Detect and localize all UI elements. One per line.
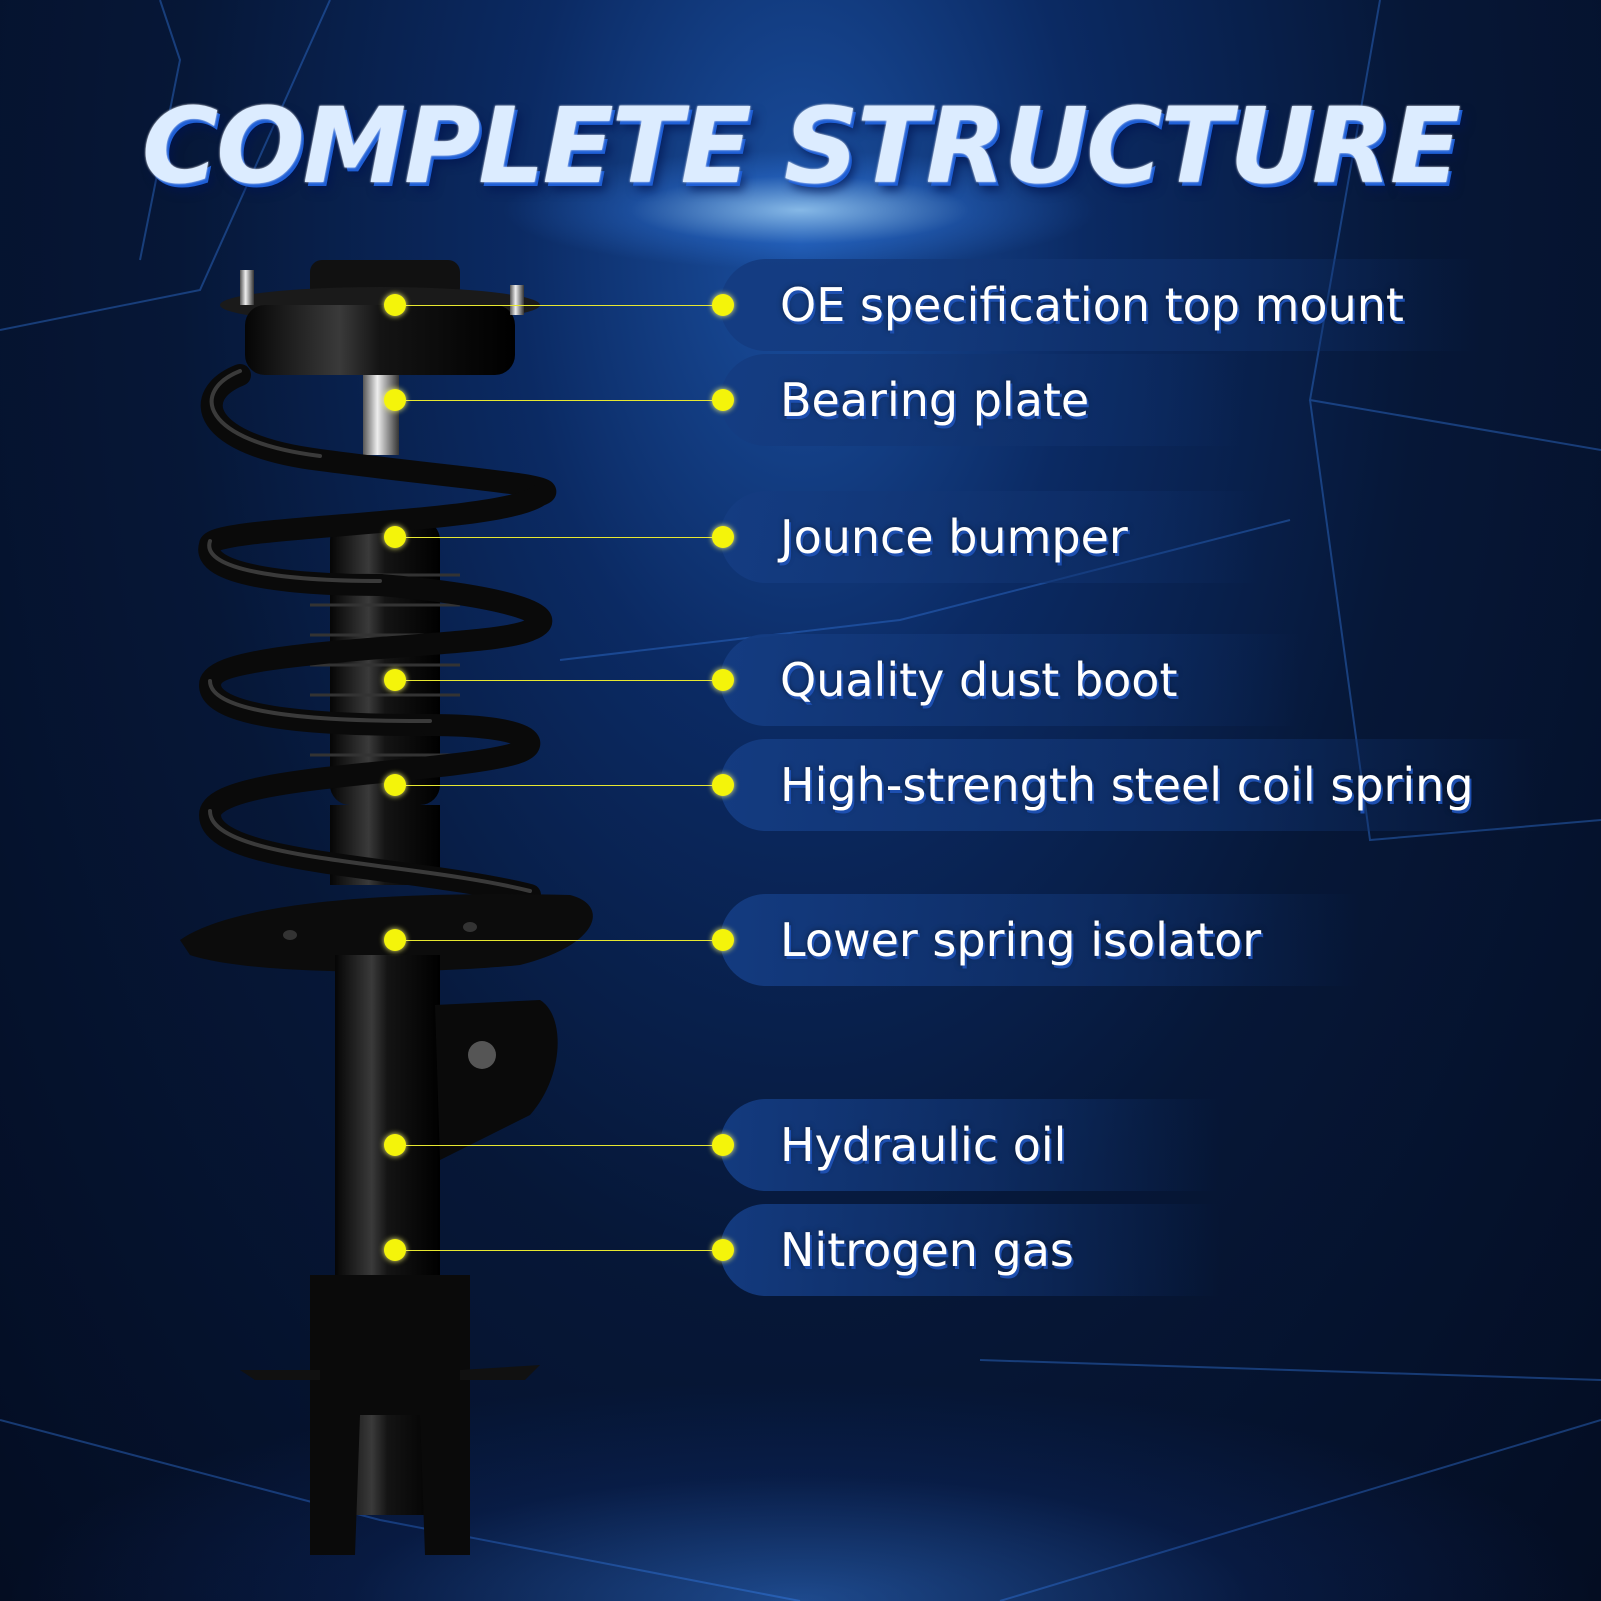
callout-dot xyxy=(712,1239,734,1261)
callout-leader-line xyxy=(394,1250,724,1251)
callout-anchor-dot xyxy=(384,294,406,316)
callout-leader-line xyxy=(394,305,724,306)
callout-pill xyxy=(720,894,1360,986)
callout-leader-line xyxy=(394,1145,724,1146)
callout-anchor-dot xyxy=(384,1239,406,1261)
callout-dot xyxy=(712,526,734,548)
callout-anchor-dot xyxy=(384,669,406,691)
callout-label-dust-boot: Quality dust boot xyxy=(780,653,1178,707)
callout-leader-line xyxy=(394,940,724,941)
strut-assembly-image xyxy=(180,260,593,1555)
callout-dot xyxy=(712,669,734,691)
callout-label-hydraulic-oil: Hydraulic oil xyxy=(780,1118,1067,1172)
callout-dot xyxy=(712,929,734,951)
callout-dot xyxy=(712,774,734,796)
callout-anchor-dot xyxy=(384,929,406,951)
callout-label-bearing-plate: Bearing plate xyxy=(780,373,1090,427)
callout-anchor-dot xyxy=(384,1134,406,1156)
callout-dot xyxy=(712,1134,734,1156)
floor-glow xyxy=(0,1380,1601,1601)
callout-label-spring-isolator: Lower spring isolator xyxy=(780,913,1262,967)
page-title: COMPLETE STRUCTURE xyxy=(141,85,1461,207)
callout-anchor-dot xyxy=(384,389,406,411)
callout-anchor-dot xyxy=(384,774,406,796)
title-glow xyxy=(500,150,1100,270)
callout-leader-line xyxy=(394,680,724,681)
callout-leader-line xyxy=(394,537,724,538)
callout-label-jounce-bumper: Jounce bumper xyxy=(780,510,1128,564)
callout-pill xyxy=(720,259,1480,351)
callout-label-nitrogen-gas: Nitrogen gas xyxy=(780,1223,1074,1277)
callout-label-top-mount: OE specification top mount xyxy=(780,278,1404,332)
callout-pill xyxy=(720,491,1260,583)
callout-anchor-dot xyxy=(384,526,406,548)
callout-pill xyxy=(720,739,1540,831)
callout-pill xyxy=(720,634,1300,726)
callout-pill xyxy=(720,1204,1220,1296)
callout-dot xyxy=(712,294,734,316)
callout-dot xyxy=(712,389,734,411)
callout-pill xyxy=(720,1099,1220,1191)
callout-leader-line xyxy=(394,785,724,786)
callout-label-coil-spring: High-strength steel coil spring xyxy=(780,758,1474,812)
callout-pill xyxy=(720,354,1240,446)
callout-leader-line xyxy=(394,400,724,401)
